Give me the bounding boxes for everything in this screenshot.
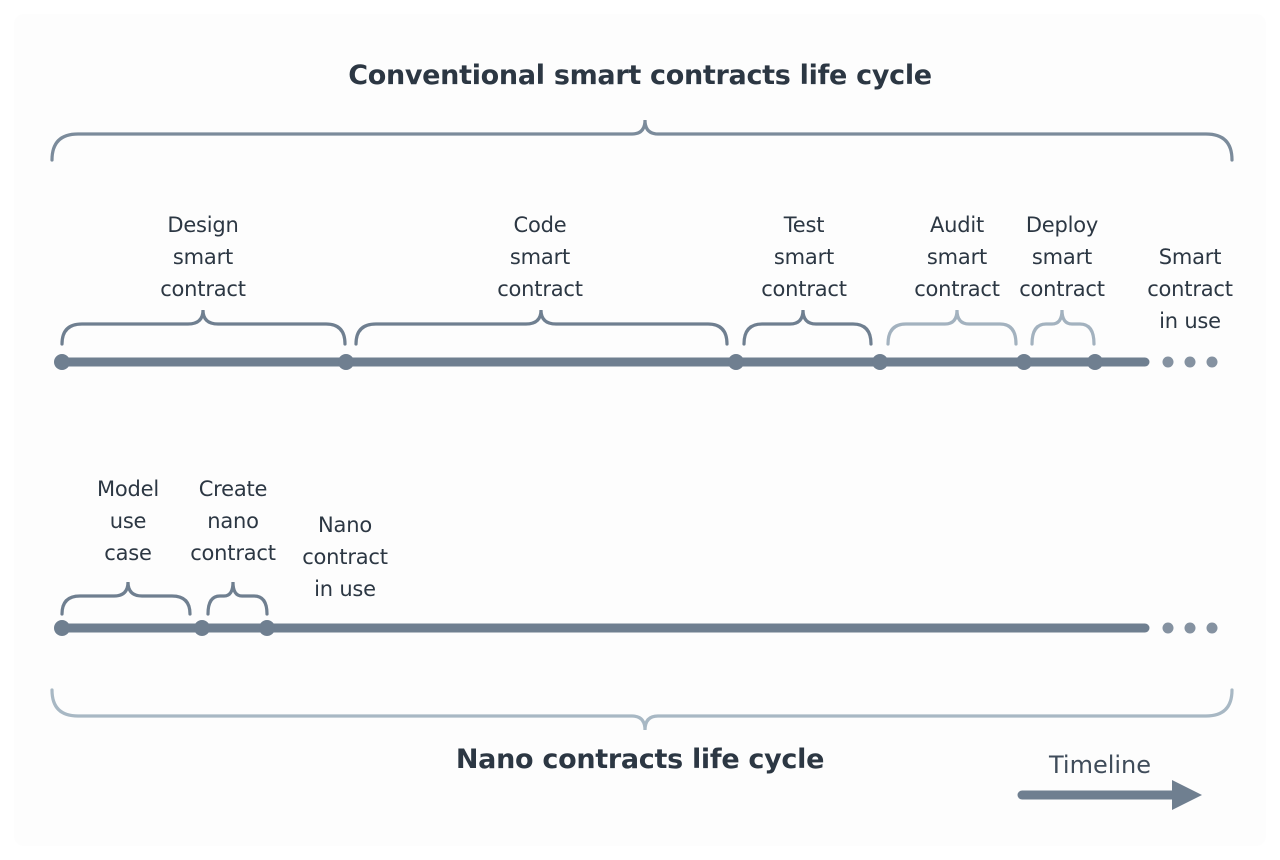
brace-test-smart-contract	[742, 309, 873, 346]
continuation-dot	[1162, 622, 1174, 634]
brace-design-smart-contract	[60, 309, 347, 346]
timeline-node	[1016, 354, 1032, 370]
continuation-dot	[1162, 356, 1174, 368]
timeline-node	[1087, 354, 1103, 370]
step-label-audit-smart-contract: Audit smart contract	[914, 213, 1000, 301]
nano-timeline-axis	[54, 620, 1218, 636]
step-label-create-nano-contract: Create nano contract	[190, 477, 276, 565]
continuation-dot	[1206, 356, 1218, 368]
timeline-direction-arrow	[1017, 780, 1202, 810]
continuation-dot	[1184, 622, 1196, 634]
step-label-deploy-smart-contract: Deploy smart contract	[1019, 213, 1105, 301]
timeline-node	[728, 354, 744, 370]
timeline-node	[259, 620, 275, 636]
step-label-nano-contract-in-use: Nano contract in use	[302, 513, 388, 601]
diagram-card	[14, 14, 1266, 846]
step-label-test-smart-contract: Test smart contract	[761, 213, 847, 301]
timeline-node	[338, 354, 354, 370]
brace-deploy-smart-contract	[1030, 309, 1096, 346]
brace-audit-smart-contract	[886, 309, 1018, 346]
conventional-lifecycle-title: Conventional smart contracts life cycle	[348, 60, 932, 91]
step-label-code-smart-contract: Code smart contract	[497, 213, 583, 301]
brace-model-use-case	[60, 581, 192, 616]
timeline-node	[54, 354, 70, 370]
brace-create-nano-contract	[206, 581, 269, 616]
timeline-node	[872, 354, 888, 370]
timeline-axis-caption: Timeline	[1048, 751, 1152, 779]
timeline-node	[194, 620, 210, 636]
brace-code-smart-contract	[354, 309, 729, 346]
nano-lifecycle-title: Nano contracts life cycle	[455, 744, 825, 775]
timeline-node	[54, 620, 70, 636]
nano-lifecycle-outer-brace	[50, 688, 1234, 731]
step-label-smart-contract-in-use: Smart contract in use	[1147, 245, 1233, 333]
conventional-timeline-axis	[54, 354, 1218, 370]
continuation-dot	[1184, 356, 1196, 368]
step-label-model-use-case: Model use case	[96, 477, 160, 565]
conventional-lifecycle-outer-brace	[50, 119, 1234, 162]
step-label-design-smart-contract: Design smart contract	[160, 213, 246, 301]
continuation-dot	[1206, 622, 1218, 634]
